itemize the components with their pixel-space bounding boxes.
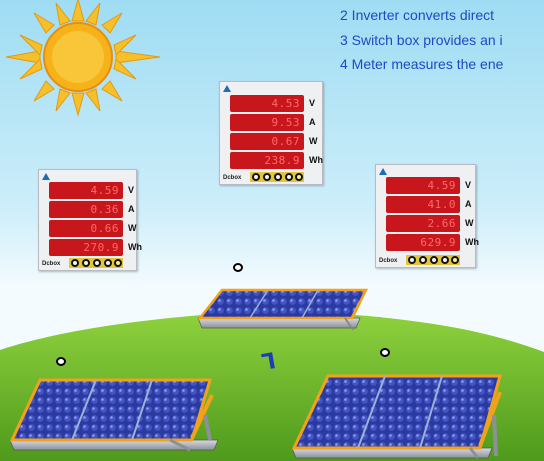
energy-unit: Wh [309, 155, 323, 165]
current-unit: A [128, 204, 135, 214]
power-display: 0.67 [230, 133, 304, 150]
triangle-logo-icon [42, 173, 50, 180]
meter-brand: Dcbox [379, 258, 398, 264]
current-display: 41.0 [386, 196, 460, 213]
meter-button[interactable] [285, 173, 293, 181]
step-2-text: 2 Inverter converts direct [340, 7, 495, 23]
energy-display: 238.9 [230, 152, 304, 169]
power-display: 2.66 [386, 215, 460, 232]
meter-brand: Dcbox [223, 175, 242, 181]
current-unit: A [465, 199, 472, 209]
energy-unit: Wh [128, 242, 142, 252]
meter-button-strip [69, 258, 123, 268]
meter-button[interactable] [441, 256, 449, 264]
sun-icon [5, 0, 161, 117]
voltage-unit: V [309, 98, 316, 108]
current-unit: A [309, 117, 316, 127]
voltage-unit: V [465, 180, 472, 190]
meter-brand: Dcbox [42, 261, 61, 267]
energy-display: 270.9 [49, 239, 123, 256]
voltage-unit: V [128, 185, 135, 195]
meter-button[interactable] [263, 173, 271, 181]
energy-unit: Wh [465, 237, 479, 247]
step-3-text: 3 Switch box provides an i [340, 31, 503, 48]
current-display: 0.36 [49, 201, 123, 218]
triangle-logo-icon [379, 168, 387, 175]
energy-meter-left: 4.59 V 0.36 A 0.66 W 270.9 Wh Dcbox [38, 169, 142, 271]
meter-button[interactable] [274, 173, 282, 181]
meter-button[interactable] [71, 259, 79, 267]
meter-button[interactable] [419, 256, 427, 264]
triangle-logo-icon [223, 85, 231, 92]
energy-meter-right: 4.59 V 41.0 A 2.66 W 629.9 Wh Dcbox [375, 164, 479, 268]
voltage-display: 4.53 [230, 95, 304, 112]
meter-button[interactable] [252, 173, 260, 181]
meter-button[interactable] [93, 259, 101, 267]
black-ring-marker-icon[interactable] [380, 348, 390, 357]
meter-button-strip [406, 255, 460, 265]
meter-button[interactable] [104, 259, 112, 267]
meter-button-strip [250, 172, 304, 182]
current-display: 9.53 [230, 114, 304, 131]
voltage-display: 4.59 [49, 182, 123, 199]
solar-panel-right [291, 374, 502, 459]
black-ring-marker-icon[interactable] [56, 357, 66, 366]
meter-button[interactable] [295, 173, 303, 181]
power-unit: W [128, 223, 137, 233]
step-captions: 2 Inverter converts direct 3 Switch box … [340, 3, 544, 77]
meter-button[interactable] [451, 256, 459, 264]
solar-panel-middle [197, 288, 369, 331]
meter-button[interactable] [408, 256, 416, 264]
solar-panel-left [9, 378, 219, 452]
energy-meter-middle: 4.53 V 9.53 A 0.67 W 238.9 Wh Dcbox [219, 81, 323, 185]
black-ring-marker-icon[interactable] [233, 263, 243, 272]
meter-button[interactable] [114, 259, 122, 267]
meter-button[interactable] [430, 256, 438, 264]
energy-display: 629.9 [386, 234, 460, 251]
power-display: 0.66 [49, 220, 123, 237]
power-unit: W [309, 136, 318, 146]
voltage-display: 4.59 [386, 177, 460, 194]
meter-button[interactable] [82, 259, 90, 267]
power-unit: W [465, 218, 474, 228]
step-4-text: 4 Meter measures the ene [340, 56, 504, 72]
